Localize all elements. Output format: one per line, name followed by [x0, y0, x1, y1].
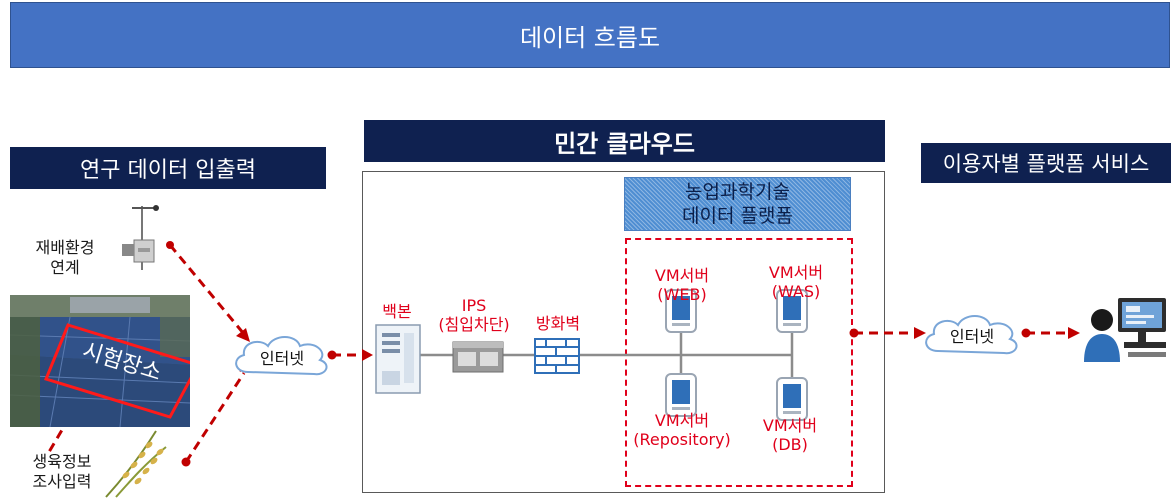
weather-sensor-icon [122, 205, 159, 270]
vm-db-label-line2: (DB) [772, 435, 808, 454]
platform-line1: 농업과학기술 [685, 181, 790, 203]
internet-cloud-icon [235, 336, 328, 376]
vm-was-server-icon [776, 289, 808, 333]
section-research-io: 연구 데이터 입출력 [10, 147, 326, 189]
test-site-aerial-photo [10, 295, 190, 427]
env-label-line1: 재배환경 [35, 238, 95, 257]
env-to-internet-arrow [168, 244, 246, 335]
growth-to-internet-arrow [184, 372, 246, 463]
rice-plant-icon [105, 430, 167, 498]
internet-label-right: 인터넷 [949, 327, 995, 346]
ips-device-icon [452, 341, 504, 373]
vm-was-label-line2: (WAS) [771, 282, 821, 301]
page-title: 데이터 흐름도 [10, 2, 1170, 68]
vm-repository-server-icon [665, 373, 697, 417]
vm-db-server-icon [776, 377, 808, 421]
section-private-cloud: 민간 클라우드 [364, 120, 885, 162]
firewall-label: 방화벽 [535, 314, 581, 333]
vm-was-label-line1: VM서버 [768, 263, 824, 282]
data-platform-label: 농업과학기술 데이터 플랫폼 [624, 177, 851, 231]
growth-label-line2: 조사입력 [32, 472, 92, 491]
vm-web-label-line2: (WEB) [657, 285, 707, 304]
backbone-server-icon [375, 324, 421, 394]
section-user-platform-service: 이용자별 플랫폼 서비스 [921, 143, 1171, 183]
vm-db-label-line1: VM서버 [762, 416, 818, 435]
vm-server-group [625, 238, 853, 487]
internet-cloud-icon-right [925, 315, 1018, 355]
firewall-icon [534, 338, 580, 374]
ips-label-line2: (침입차단) [438, 315, 510, 334]
vm-repository-label-line2: (Repository) [633, 430, 731, 449]
backbone-label: 백본 [382, 302, 412, 321]
vm-web-server-icon [665, 289, 697, 333]
ips-label-line1: IPS [461, 296, 487, 315]
user-computer-icon [1084, 298, 1166, 362]
growth-label-line1: 생육정보 [32, 452, 92, 471]
internet-label-left: 인터넷 [259, 349, 305, 368]
env-label-line2: 연계 [50, 258, 80, 277]
vm-repository-label-line1: VM서버 [654, 411, 710, 430]
platform-line2: 데이터 플랫폼 [682, 205, 793, 227]
vm-web-label-line1: VM서버 [654, 266, 710, 285]
